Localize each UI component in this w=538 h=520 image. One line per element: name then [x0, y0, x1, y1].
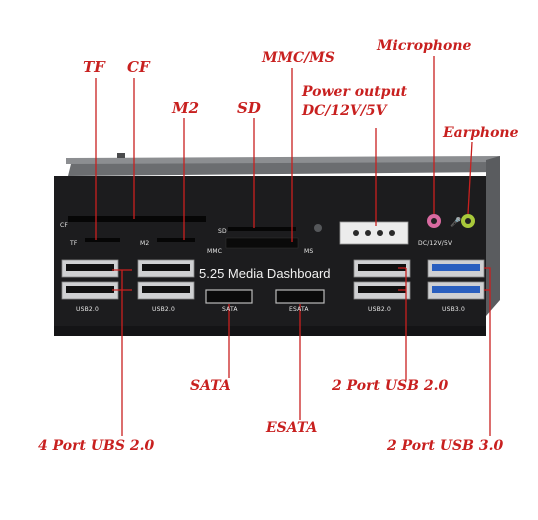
m2-slot [157, 238, 195, 242]
panel-label-cf: CF [60, 222, 69, 229]
callout-microphone: Microphone [377, 38, 472, 54]
panel-label-usb3: USB3.0 [442, 306, 466, 313]
top-cover-edge [66, 156, 500, 164]
tf-slot [85, 238, 120, 242]
callout-usb2-left: 4 Port UBS 2.0 [38, 438, 155, 454]
front-panel [54, 176, 486, 336]
usb3-stack [427, 259, 485, 300]
panel-label-usb2-b: USB2.0 [152, 306, 176, 313]
cf-slot [68, 216, 206, 222]
panel-label-dc: DC/12V/5V [418, 240, 453, 247]
callout-tf: TF [83, 58, 105, 76]
panel-title: 5.25 Media Dashboard [199, 266, 331, 281]
usb2-stack-1 [61, 259, 119, 300]
panel-label-sata: SATA [222, 306, 238, 313]
panel-label-usb2-a: USB2.0 [76, 306, 100, 313]
sd-slot [228, 227, 296, 231]
callout-mmc-ms: MMC/MS [262, 50, 335, 66]
panel-label-esata: ESATA [289, 306, 309, 313]
side-bracket [486, 156, 500, 316]
callout-sd: SD [237, 99, 261, 117]
panel-label-usb2-c: USB2.0 [368, 306, 392, 313]
svg-text:🎤: 🎤 [450, 216, 461, 228]
cover-screw [117, 153, 125, 158]
callout-earphone: Earphone [443, 125, 519, 141]
usb2-stack-3 [353, 259, 411, 300]
panel-label-mmc: MMC [207, 248, 223, 255]
power-connector [339, 221, 409, 245]
front-panel-bottom [54, 326, 486, 336]
callout-usb3: 2 Port USB 3.0 [387, 438, 504, 454]
top-cover [68, 160, 500, 176]
panel-label-ms: MS [304, 248, 314, 255]
callout-sata: SATA [190, 378, 231, 394]
callout-usb2-right: 2 Port USB 2.0 [332, 378, 449, 394]
callout-power-line2: DC/12V/5V [302, 103, 387, 119]
usb2-stack-2 [137, 259, 195, 300]
callout-power-line1: Power output [302, 84, 408, 100]
callout-esata: ESATA [266, 420, 318, 436]
panel-label-tf: TF [70, 240, 78, 247]
leader-lines [95, 56, 491, 436]
led-indicator [314, 224, 322, 232]
sata-port [205, 289, 253, 304]
callout-cf: CF [127, 58, 150, 76]
callout-m2: M2 [172, 99, 200, 117]
esata-port [275, 289, 325, 304]
mmc-ms-slot [225, 237, 299, 249]
panel-label-m2: M2 [140, 240, 150, 247]
panel-label-sd: SD [218, 228, 227, 235]
